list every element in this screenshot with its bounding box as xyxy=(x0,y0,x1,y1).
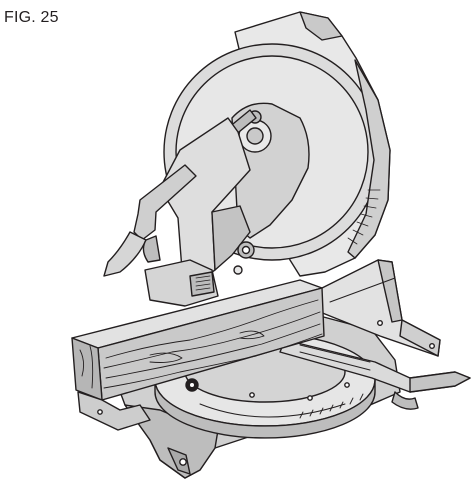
figure-label: FIG. 25 xyxy=(4,9,59,26)
miter-scale xyxy=(299,393,364,419)
right-fence xyxy=(317,259,441,357)
miter-lock-handle xyxy=(391,391,419,410)
dust-port xyxy=(299,11,343,41)
handle-grip xyxy=(103,231,147,277)
miter-arm xyxy=(279,339,471,410)
lower-blade-guard xyxy=(227,102,310,239)
pivot-support xyxy=(142,235,219,307)
workpiece-board xyxy=(71,279,325,401)
guard-ribs xyxy=(347,189,381,245)
operating-handle xyxy=(133,164,197,241)
spring xyxy=(195,275,211,291)
wood-grain xyxy=(79,299,323,389)
left-fence-base xyxy=(77,391,151,431)
saw-arm xyxy=(103,117,255,283)
